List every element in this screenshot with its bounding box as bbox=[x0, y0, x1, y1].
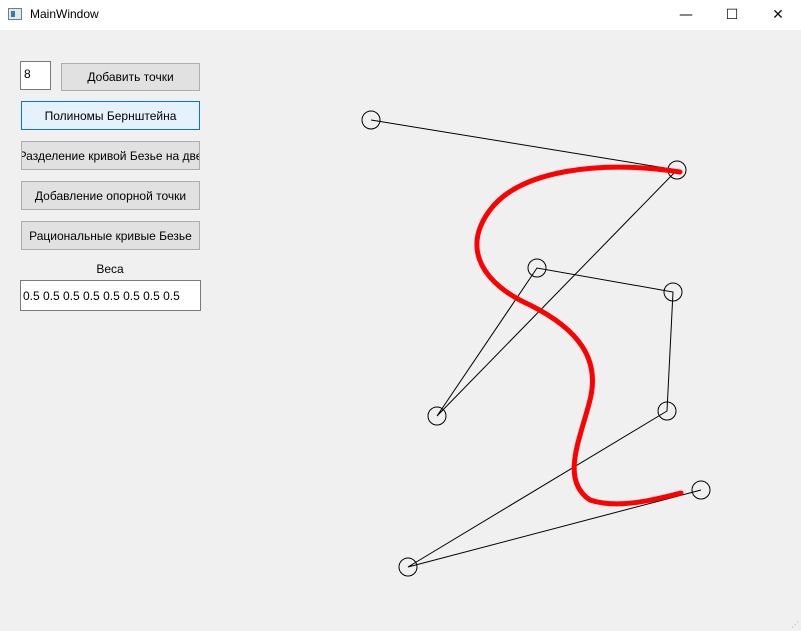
app-window-icon bbox=[8, 8, 22, 20]
close-button[interactable]: ✕ bbox=[772, 7, 784, 23]
maximize-button[interactable]: ☐ bbox=[725, 7, 739, 23]
add-control-point-button[interactable]: Добавление опорной точки bbox=[21, 181, 200, 210]
split-curve-button[interactable]: Разделение кривой Безье на две bbox=[21, 141, 200, 170]
control-point-1[interactable] bbox=[361, 110, 381, 130]
control-point-7[interactable] bbox=[398, 557, 418, 577]
weights-label: Веса bbox=[96, 262, 124, 276]
add-points-button[interactable]: Добавить точки bbox=[61, 63, 200, 91]
rational-curves-button[interactable]: Рациональные кривые Безье bbox=[21, 221, 200, 250]
control-point-6[interactable] bbox=[657, 401, 677, 421]
points-count-input[interactable]: 8 bbox=[20, 61, 51, 90]
weights-input[interactable]: 0.5 0.5 0.5 0.5 0.5 0.5 0.5 0.5 bbox=[20, 280, 201, 311]
client-area: 8 Добавить точки Полиномы Бернштейна Раз… bbox=[0, 30, 801, 631]
control-point-5[interactable] bbox=[663, 282, 683, 302]
window-title: MainWindow bbox=[30, 7, 99, 21]
minimize-button[interactable]: — bbox=[679, 7, 693, 23]
control-polygon bbox=[370, 119, 702, 568]
bezier-curve bbox=[474, 164, 684, 507]
bernstein-button[interactable]: Полиномы Бернштейна bbox=[21, 101, 200, 130]
control-point-8[interactable] bbox=[691, 480, 711, 500]
control-point-4[interactable] bbox=[527, 258, 547, 278]
resize-grip-icon[interactable]: ⋰ bbox=[791, 620, 799, 629]
control-point-3[interactable] bbox=[427, 406, 447, 426]
title-bar: MainWindow — ☐ ✕ bbox=[0, 0, 801, 30]
